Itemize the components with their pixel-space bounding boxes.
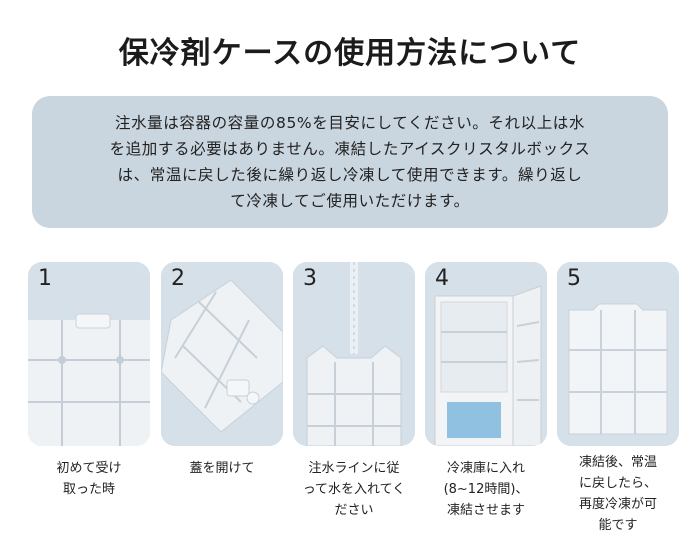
caption-line: に戻したら、 xyxy=(578,476,657,491)
step-3-caption: 注水ラインに従 って水を入れてく ださい xyxy=(288,458,420,521)
caption-line: 初めて受け xyxy=(56,461,122,476)
step-3-image: 3 xyxy=(293,262,415,446)
step-5-image: 5 xyxy=(557,262,679,446)
caption-line: 能です xyxy=(598,518,638,533)
step-number: 5 xyxy=(567,266,581,291)
notice-line-3: は、常温に戻した後に繰り返し冷凍して使用できます。繰り返し xyxy=(117,166,583,184)
caption-line: ださい xyxy=(334,503,374,518)
caption-line: 冷凍庫に入れ xyxy=(446,461,525,476)
step-1-caption: 初めて受け 取った時 xyxy=(23,458,155,500)
water-filling-illustration xyxy=(293,262,415,446)
caption-line: って水を入れてく xyxy=(302,482,406,497)
page-title: 保冷剤ケースの使用方法について xyxy=(118,36,582,71)
step-number: 1 xyxy=(38,266,52,291)
notice-line-2: を追加する必要はありません。凍結したアイスクリスタルボックス xyxy=(109,140,591,158)
step-2-caption: 蓋を開けて xyxy=(156,458,288,479)
caption-line: 凍結させます xyxy=(446,503,525,518)
step-5-caption: 凍結後、常温 に戻したら、 再度冷凍が可 能です xyxy=(552,452,684,536)
step-2-image: 2 xyxy=(161,262,283,446)
refrigerator-illustration xyxy=(425,262,547,446)
step-number: 2 xyxy=(171,266,185,291)
step-4-image: 4 xyxy=(425,262,547,446)
caption-line: 取った時 xyxy=(62,482,115,497)
frozen-ice-pack-illustration xyxy=(557,262,679,446)
step-1-image: 1 xyxy=(28,262,150,446)
caption-line: 蓋を開けて xyxy=(189,461,255,476)
caption-line: 注水ラインに従 xyxy=(308,461,400,476)
ice-pack-closed-illustration xyxy=(28,262,150,446)
ice-pack-open-illustration xyxy=(161,262,283,446)
notice-line-4: て冷凍してご使用いただけます。 xyxy=(230,192,470,210)
notice-line-1: 注水量は容器の容量の85%を目安にしてください。それ以上は水 xyxy=(114,114,586,132)
step-4-caption: 冷凍庫に入れ (8~12時間)、 凍結させます xyxy=(420,458,552,521)
caption-line: 再度冷凍が可 xyxy=(578,497,657,512)
step-number: 3 xyxy=(303,266,317,291)
step-number: 4 xyxy=(435,266,449,291)
caption-line: (8~12時間)、 xyxy=(443,482,529,497)
notice-box: 注水量は容器の容量の85%を目安にしてください。それ以上は水 を追加する必要はあ… xyxy=(32,96,668,228)
caption-line: 凍結後、常温 xyxy=(578,455,657,470)
